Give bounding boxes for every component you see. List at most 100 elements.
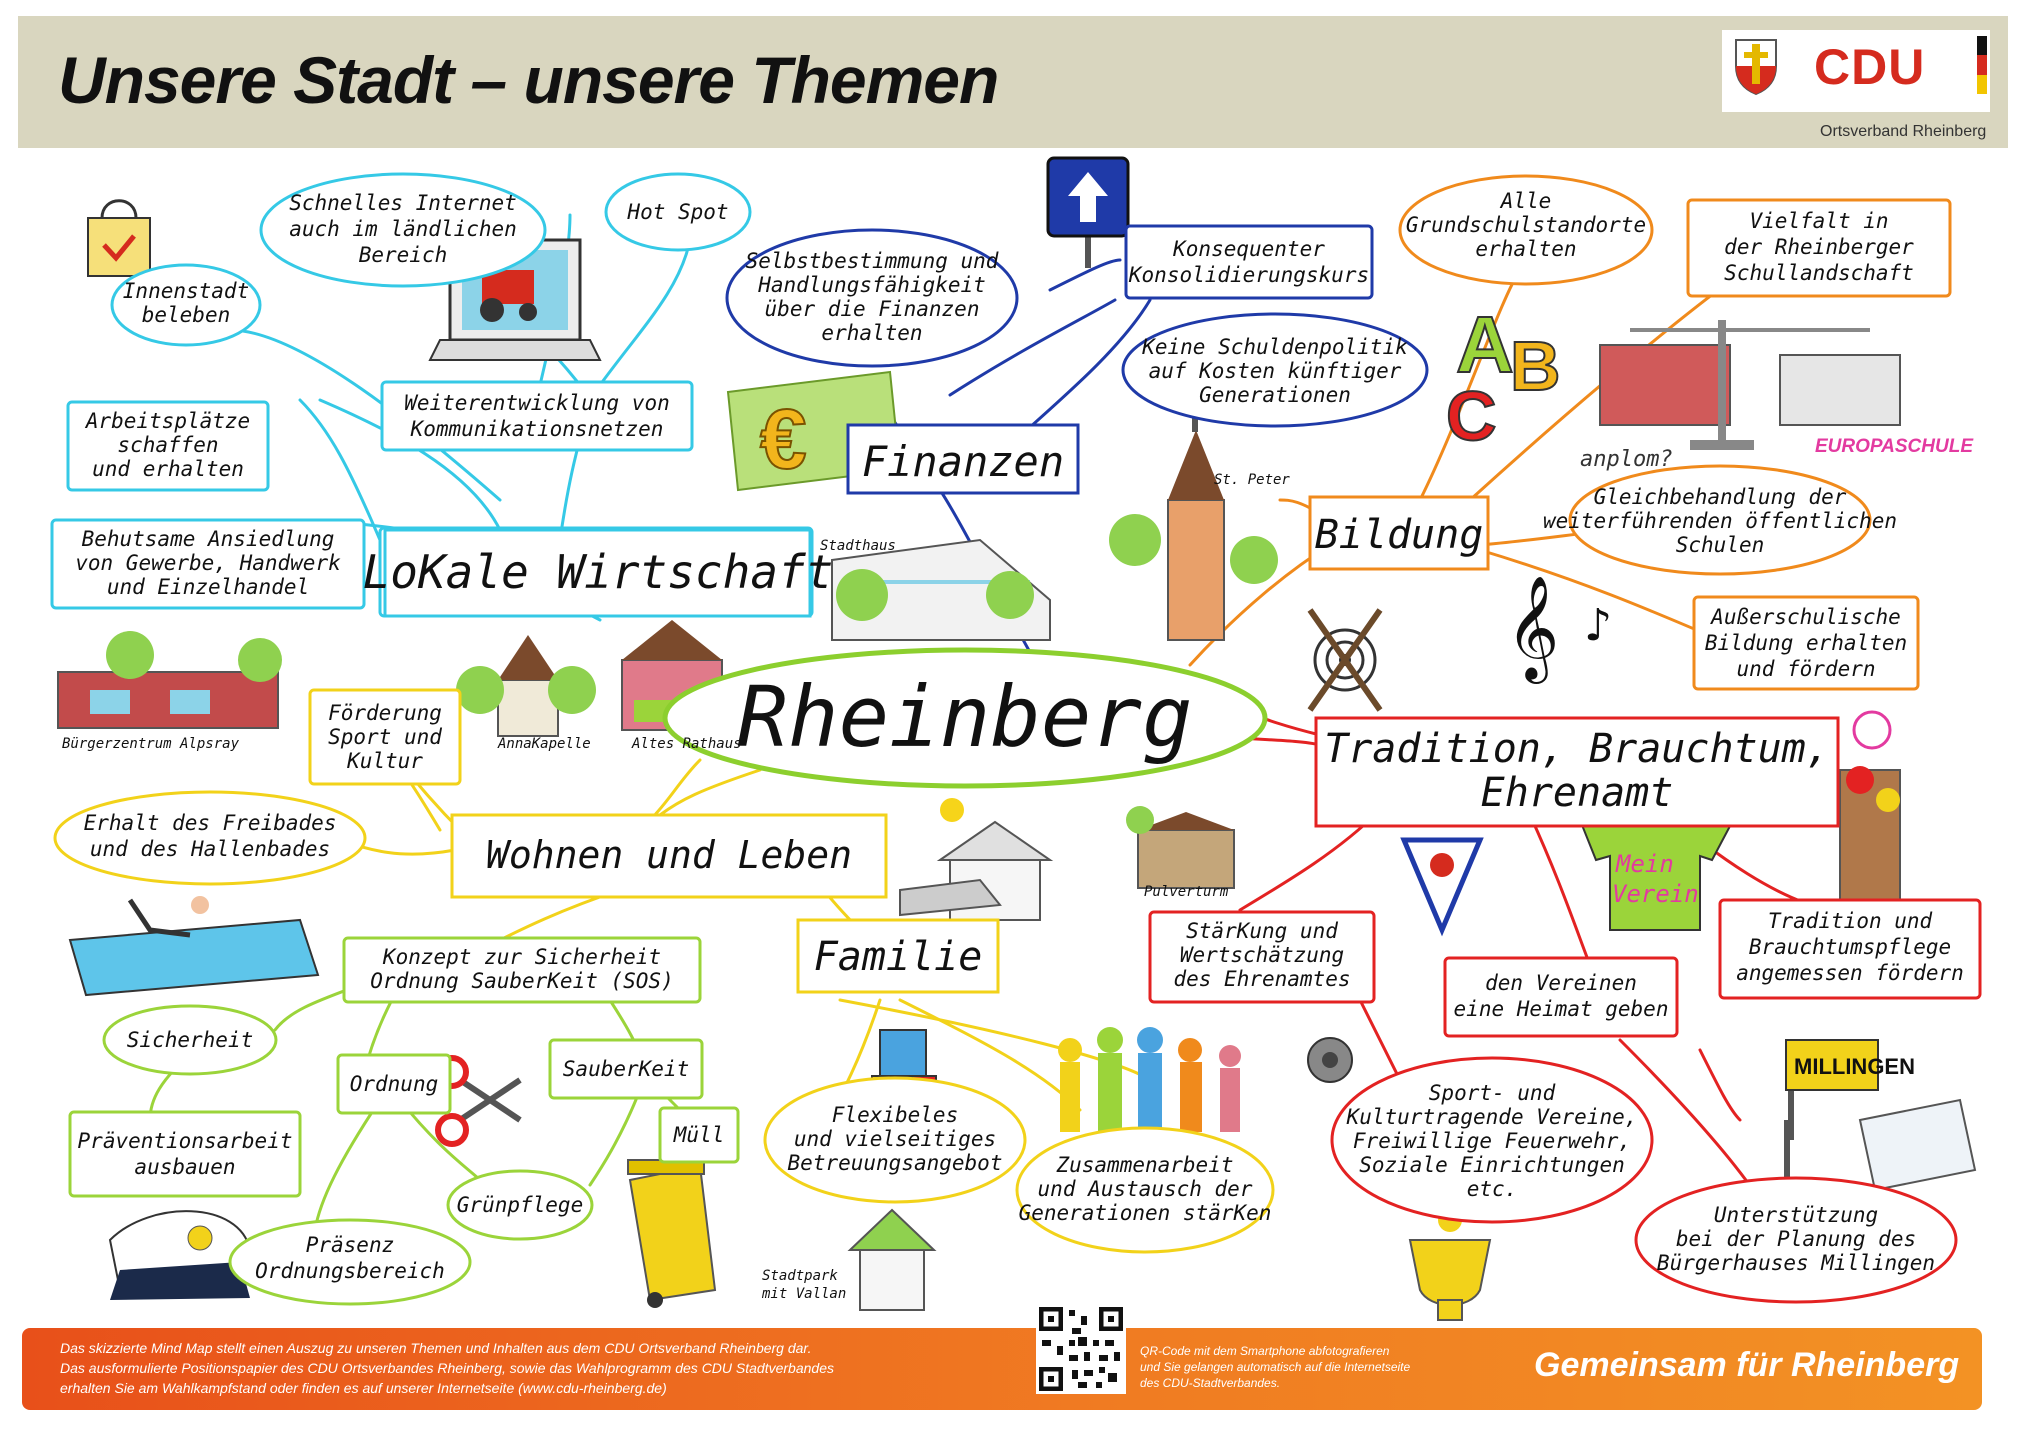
topic-sos-1: Konzept zur Sicherheit xyxy=(382,945,661,969)
decorated-tower-icon xyxy=(1839,710,1901,901)
place-altes-rathaus: Altes Rathaus xyxy=(631,736,742,752)
topic-hotspot: Hot Spot xyxy=(626,200,728,224)
sicherheit-nodes xyxy=(68,936,740,1306)
topic-schulden-2: auf Kosten künftiger xyxy=(1149,359,1402,383)
topic-ehrenamt-3: des Ehrenamtes xyxy=(1173,967,1350,991)
place-stadthaus: Stadthaus xyxy=(820,538,896,554)
topic-buergerhaus-2: bei der Planung des xyxy=(1676,1227,1916,1251)
topic-selbst-2: Handlungsfähigkeit xyxy=(757,273,986,297)
topic-arbeit-1: Arbeitsplätze xyxy=(84,409,250,433)
topic-ausser-2: Bildung erhalten xyxy=(1705,631,1907,655)
place-pulverturm: Pulverturm xyxy=(1144,884,1229,900)
branch-tradition-label-line1: Tradition, Brauchtum, xyxy=(1324,726,1830,772)
topic-grundschul-2: Grundschulstandorte xyxy=(1406,213,1646,237)
topic-gleich-3: Schulen xyxy=(1676,533,1765,557)
millingen-sign-text: MILLINGEN xyxy=(1794,1054,1915,1079)
center-label: Rheinberg xyxy=(737,668,1192,766)
topic-praevention-2: ausbauen xyxy=(134,1155,235,1179)
branch-wohnen-label: Wohnen und Leben xyxy=(486,833,852,877)
place-st-peter: St. Peter xyxy=(1214,472,1290,488)
topic-buergerhaus-1: Unterstützung xyxy=(1714,1203,1878,1227)
topic-ansiedlung-2: von Gewerbe, Handwerk xyxy=(75,551,341,575)
topic-brauchtum-1: Tradition und xyxy=(1768,909,1933,933)
music-note-icon: 𝄞 ♪ xyxy=(1506,575,1612,684)
branch-familie-box xyxy=(796,918,1000,994)
stadthaus-illustration xyxy=(831,538,1051,641)
school-scale-illustration: anplom? EUROPASCHULE xyxy=(1580,320,1974,472)
branch-familie-label: Familie xyxy=(814,934,983,980)
topic-grundschul-1: Alle xyxy=(1499,189,1552,213)
city-crest-icon xyxy=(1735,39,1777,96)
branch-bildung-label: Bildung xyxy=(1315,512,1484,558)
topic-selbst-3: über die Finanzen xyxy=(765,297,980,321)
branch-tradition-label-line2: Ehrenamt xyxy=(1481,770,1674,816)
qr-code-icon[interactable] xyxy=(1036,1304,1126,1394)
topic-vereine-1: den Vereinen xyxy=(1485,971,1637,995)
topic-betreuung-1: Flexibeles xyxy=(832,1103,958,1127)
svg-text:B: B xyxy=(1510,327,1561,405)
topic-innenstadt-2: beleben xyxy=(142,303,231,327)
cdu-wordmark: CDU xyxy=(1814,39,1926,95)
svg-text:𝄞: 𝄞 xyxy=(1506,575,1559,684)
topic-arbeit-2: schaffen xyxy=(117,433,218,457)
place-stadtpark-1: Stadtpark xyxy=(762,1268,838,1284)
topic-ehrenamt-1: StärKung und xyxy=(1186,919,1338,943)
topic-internet-3: Bereich xyxy=(359,243,448,267)
topic-ansiedlung-1: Behutsame Ansiedlung xyxy=(82,527,335,551)
topic-gleich-1: Gleichbehandlung der xyxy=(1594,485,1847,509)
topic-brauchtum-3: angemessen fördern xyxy=(1736,961,1964,985)
police-cap-icon xyxy=(108,1210,252,1300)
branch-bildung-box xyxy=(1308,495,1490,571)
topic-selbst-4: erhalten xyxy=(821,321,922,345)
topic-konsol-1: Konsequenter xyxy=(1172,237,1325,261)
topic-buergerhaus-3: Bürgerhauses Millingen xyxy=(1657,1251,1935,1275)
topic-selbst-1: Selbstbestimmung und xyxy=(746,249,999,273)
annakapelle-illustration xyxy=(456,635,596,737)
cdu-logo: CDU xyxy=(1722,30,1990,112)
pennant-icon xyxy=(1400,837,1484,937)
qr-hint-line-1: QR-Code mit dem Smartphone abfotografier… xyxy=(1140,1344,1390,1358)
ortsverband-label: Ortsverband Rheinberg xyxy=(1820,123,1987,140)
topic-praevention-1: Präventionsarbeit xyxy=(78,1129,293,1153)
footer-banner: Das skizzierte Mind Map stellt einen Aus… xyxy=(22,1328,1982,1410)
verein-label: Verein xyxy=(1612,880,1699,908)
topic-vielfalt-1: Vielfalt in xyxy=(1749,209,1888,233)
waste-bin-icon xyxy=(627,1159,717,1308)
topic-foerderung-1: Förderung xyxy=(328,701,442,725)
branch-wirtschaft-label: LoKale Wirtschaft xyxy=(363,545,834,599)
shopping-bag-icon xyxy=(87,199,151,277)
millingen-sign-icon: MILLINGEN xyxy=(1784,1039,1977,1200)
topic-foerderung-3: Kultur xyxy=(346,749,423,773)
topic-vereine-2: eine Heimat geben xyxy=(1454,997,1669,1021)
topic-vielfalt-2: der Rheinberger xyxy=(1724,235,1914,259)
st-peter-church-illustration xyxy=(1109,410,1278,641)
topic-zusammen-1: Zusammenarbeit xyxy=(1055,1153,1233,1177)
topic-praesenz-2: Ordnungsbereich xyxy=(255,1259,445,1283)
page-title: Unsere Stadt – unsere Themen xyxy=(58,43,999,117)
topic-brauchtum-2: Brauchtumspflege xyxy=(1749,935,1951,959)
topic-betreuung-3: Betreuungsangebot xyxy=(788,1151,1003,1175)
svg-text:C: C xyxy=(1446,377,1497,455)
topic-internet-2: auch im ländlichen xyxy=(289,217,517,241)
place-alpsray: Bürgerzentrum Alpsray xyxy=(62,736,240,752)
road-sign-icon xyxy=(1046,156,1130,268)
mein-verein-shirt-icon: Mein Verein xyxy=(1578,804,1732,931)
pulverturm-illustration xyxy=(1126,806,1235,889)
anplom-scribble: anplom? xyxy=(1580,447,1673,472)
topic-kultur-4: Soziale Einrichtungen xyxy=(1359,1153,1625,1177)
topic-muell: Müll xyxy=(673,1123,725,1147)
branch-finanzen-box xyxy=(846,423,1080,495)
header-banner: Unsere Stadt – unsere Themen xyxy=(18,16,2008,148)
topic-internet-1: Schnelles Internet xyxy=(289,191,517,215)
branch-wirtschaft-box xyxy=(383,528,812,618)
topic-ausser-3: und fördern xyxy=(1736,657,1875,681)
center-ellipse xyxy=(662,647,1268,789)
topic-arbeit-3: und erhalten xyxy=(92,457,244,481)
shooting-target-icon xyxy=(1307,608,1383,712)
topic-sauberkeit: SauberKeit xyxy=(563,1057,689,1081)
abc-letters-icon: A B C xyxy=(1445,299,1562,456)
qr-hint-line-3: des CDU-Stadtverbandes. xyxy=(1140,1376,1281,1390)
mein-label: Mein xyxy=(1615,850,1674,878)
topic-zusammen-2: und Austausch der xyxy=(1038,1177,1253,1201)
